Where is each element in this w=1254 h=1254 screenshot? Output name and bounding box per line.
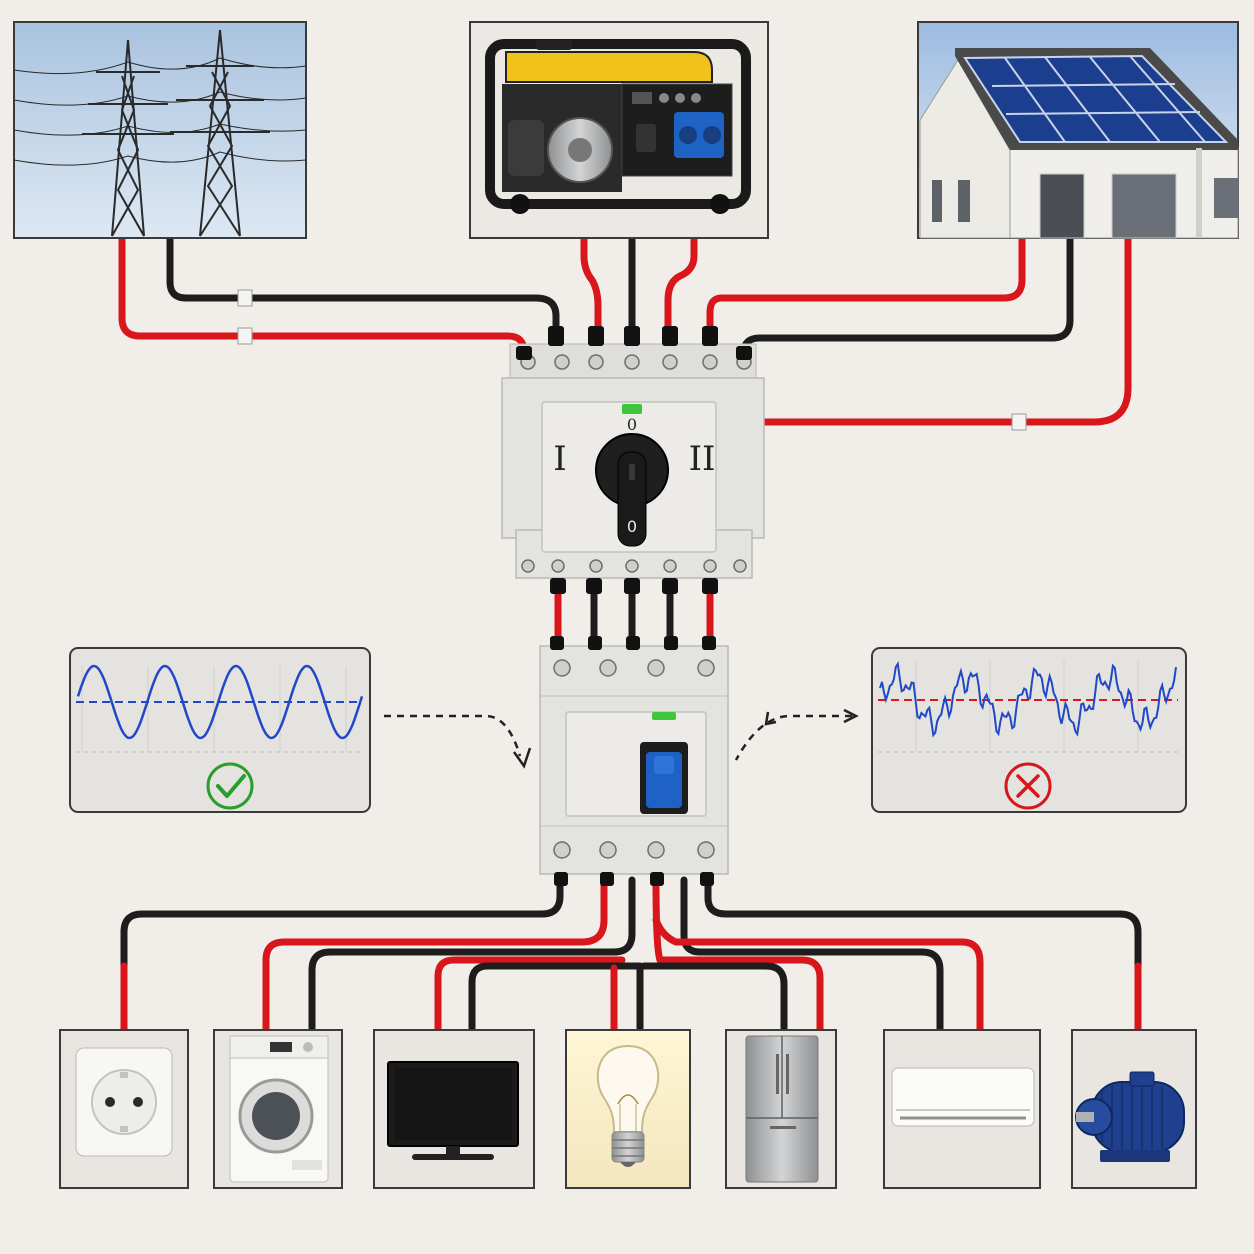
terminal-screw xyxy=(647,841,665,859)
terminal-screw xyxy=(521,559,535,573)
refrigerator-icon xyxy=(745,1035,819,1183)
output-wires xyxy=(120,872,1142,1034)
solar-aux-wire xyxy=(756,234,1132,426)
light-bulb-icon xyxy=(596,1044,660,1167)
terminal-screw xyxy=(599,841,617,859)
terminal-screw xyxy=(589,559,603,573)
clean-sine-wave-panel xyxy=(69,647,371,813)
load-television xyxy=(373,1029,535,1189)
solar-house-icon xyxy=(919,48,1239,239)
distorted-wave-panel xyxy=(871,647,1187,813)
load-washing-machine xyxy=(213,1029,343,1189)
terminal-screw xyxy=(625,559,639,573)
cable-clip xyxy=(237,327,253,345)
television-icon xyxy=(387,1061,519,1160)
switch-indicator xyxy=(622,404,642,414)
terminal-screw xyxy=(662,354,678,370)
washer-live-wire xyxy=(262,872,608,1034)
load-refrigerator xyxy=(725,1029,837,1189)
cable-clip xyxy=(237,289,253,307)
electric-motor-icon xyxy=(1075,1071,1185,1162)
ac-live-wire xyxy=(652,916,984,1034)
fridge-neutral-wire xyxy=(640,962,788,1034)
generator-source-panel xyxy=(469,21,769,239)
switch-top-label: 0 xyxy=(627,415,637,434)
load-air-conditioner xyxy=(883,1029,1041,1189)
circuit-breaker[interactable] xyxy=(539,636,729,886)
solar-source-panel xyxy=(917,21,1239,239)
breaker-toggle[interactable] xyxy=(640,742,688,814)
grid-source-panel xyxy=(13,21,307,239)
terminal-screw xyxy=(588,354,604,370)
check-icon xyxy=(206,762,254,810)
wall-socket-icon xyxy=(75,1047,173,1157)
clean-sine-wave xyxy=(76,664,364,740)
terminal-screw xyxy=(702,354,718,370)
solar-live-wire xyxy=(706,234,1026,342)
terminal-screw xyxy=(703,559,717,573)
switch-position-i-label: I xyxy=(553,439,566,479)
washing-machine-icon xyxy=(229,1035,329,1183)
distorted-wave xyxy=(879,661,1177,738)
knob-label: 0 xyxy=(627,517,637,536)
switch-bottom-terminals xyxy=(521,559,747,594)
switch-top-terminals xyxy=(509,326,757,381)
rotary-knob[interactable]: 0 xyxy=(595,433,669,547)
cable-clip xyxy=(1011,413,1027,431)
waveform-arrows xyxy=(384,708,859,769)
washer-neutral-wire xyxy=(308,876,636,1034)
load-light-bulb xyxy=(565,1029,691,1189)
terminal-screw xyxy=(733,559,747,573)
terminal-screw xyxy=(697,659,715,677)
grid-neutral-wire xyxy=(166,234,560,342)
terminal-screw xyxy=(647,659,665,677)
switch-position-ii-label: II xyxy=(689,439,716,479)
terminal-screw xyxy=(553,841,571,859)
terminal-screw xyxy=(551,559,565,573)
good-wave-arrow xyxy=(384,714,522,757)
terminal-screw xyxy=(697,841,715,859)
generator-live-wire xyxy=(580,234,602,342)
breaker-indicator xyxy=(652,712,676,720)
generator-icon xyxy=(485,39,751,214)
load-wall-socket xyxy=(59,1029,189,1189)
terminal-screw xyxy=(624,354,640,370)
tv-live-wire xyxy=(434,956,626,1034)
terminal-screw xyxy=(663,559,677,573)
load-electric-motor xyxy=(1071,1029,1197,1189)
generator-outlet-wire xyxy=(664,156,698,342)
bad-wave-arrow xyxy=(734,714,852,761)
motor-neutral-wire xyxy=(704,872,1142,980)
cross-icon xyxy=(1004,762,1052,810)
tv-neutral-wire xyxy=(468,962,644,1034)
terminal-screw xyxy=(553,659,571,677)
ac-neutral-wire xyxy=(680,876,944,1034)
socket-neutral-wire xyxy=(120,872,564,980)
terminal-screw xyxy=(599,659,617,677)
air-conditioner-icon xyxy=(891,1067,1035,1127)
changeover-switch[interactable]: 0 I II 0 xyxy=(501,326,765,594)
terminal-screw xyxy=(554,354,570,370)
power-tower-icon xyxy=(13,29,307,237)
